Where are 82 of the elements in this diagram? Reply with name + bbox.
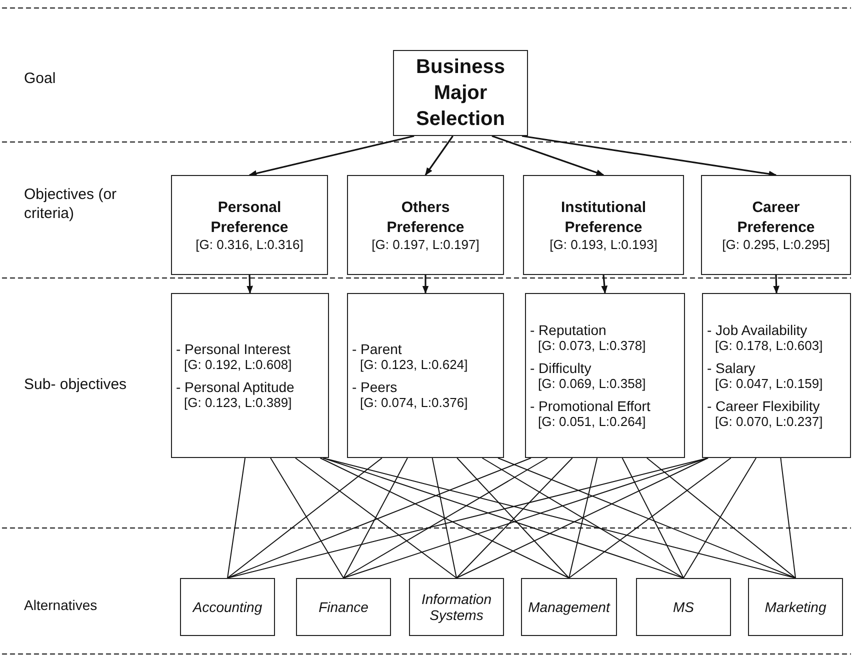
connector-line bbox=[227, 458, 532, 578]
subcriterion-name: - Difficulty bbox=[530, 360, 592, 376]
criterion-box bbox=[701, 175, 851, 275]
arrow bbox=[773, 274, 780, 294]
subcriterion-name: - Peers bbox=[352, 379, 398, 395]
weight-text: [G: 0.192, L:0.608] bbox=[184, 357, 292, 372]
weight-text: [G: 0.123, L:0.389] bbox=[184, 395, 292, 410]
weight-text: [G: 0.073, L:0.378] bbox=[538, 338, 646, 353]
connector-line bbox=[780, 458, 796, 578]
arrow bbox=[424, 136, 454, 176]
weight-text: [G: 0.193, L:0.193] bbox=[550, 237, 658, 252]
alternative-box bbox=[409, 578, 504, 636]
connector-line bbox=[343, 458, 408, 578]
subcriterion-name: - Reputation bbox=[530, 322, 606, 338]
subcriterion-name: - Salary bbox=[707, 360, 756, 376]
subcriterion-name: - Personal Aptitude bbox=[176, 379, 294, 395]
criterion-box bbox=[171, 175, 328, 275]
arrow bbox=[422, 275, 429, 294]
alternative-box bbox=[296, 578, 391, 636]
connector-line bbox=[482, 458, 684, 578]
level-label: Objectives (or criteria) bbox=[24, 186, 118, 224]
goal-title: Business Major Selection bbox=[415, 55, 506, 132]
connector-line bbox=[227, 458, 246, 578]
weight-text: [G: 0.069, L:0.358] bbox=[538, 376, 646, 391]
connector-line bbox=[294, 458, 457, 578]
subcriterion-name: - Personal Interest bbox=[176, 341, 290, 357]
weight-text: [G: 0.316, L:0.316] bbox=[196, 237, 304, 252]
subcriterion-name: - Career Flexibility bbox=[707, 398, 820, 414]
connector-line bbox=[320, 458, 570, 578]
subcriterion-name: - Job Availability bbox=[707, 322, 808, 338]
criterion-title: Institutional Preference bbox=[560, 198, 647, 237]
subcriterion-name: - Parent bbox=[352, 341, 402, 357]
goal-box bbox=[393, 50, 528, 136]
weight-text: [G: 0.178, L:0.603] bbox=[715, 338, 823, 353]
criterion-box bbox=[347, 175, 504, 275]
connector-line bbox=[270, 458, 344, 578]
subcriteria-box bbox=[347, 293, 504, 458]
criterion-box bbox=[523, 175, 684, 275]
arrow bbox=[246, 274, 253, 294]
weight-text: [G: 0.295, L:0.295] bbox=[722, 237, 830, 252]
connector-line bbox=[683, 458, 757, 578]
arrow bbox=[492, 135, 604, 176]
level-label: Sub- objectives bbox=[24, 376, 128, 395]
alternative-box bbox=[180, 578, 275, 636]
connector-line bbox=[227, 458, 382, 578]
connector-line bbox=[227, 458, 708, 578]
connector-line bbox=[622, 458, 684, 578]
arrow bbox=[522, 135, 777, 178]
alternative-name: Accounting bbox=[191, 599, 264, 615]
weight-text: [G: 0.074, L:0.376] bbox=[360, 395, 468, 410]
arrow bbox=[248, 135, 414, 176]
level-label: Goal bbox=[24, 70, 57, 89]
weight-text: [G: 0.123, L:0.624] bbox=[360, 357, 468, 372]
connector-line bbox=[568, 458, 598, 578]
weight-text: [G: 0.070, L:0.237] bbox=[715, 414, 823, 429]
alternative-box bbox=[748, 578, 843, 636]
level-label: Alternatives bbox=[24, 597, 98, 614]
connector-line bbox=[456, 458, 708, 578]
criterion-title: Career Preference bbox=[736, 198, 816, 237]
weight-text: [G: 0.197, L:0.197] bbox=[372, 237, 480, 252]
alternative-box bbox=[636, 578, 731, 636]
subcriteria-box bbox=[702, 293, 851, 458]
alternative-name: MS bbox=[672, 599, 695, 615]
connector-line bbox=[498, 458, 796, 578]
connector-line bbox=[432, 458, 457, 578]
connector-line bbox=[646, 458, 796, 578]
subcriteria-box bbox=[171, 293, 329, 458]
weight-text: [G: 0.047, L:0.159] bbox=[715, 376, 823, 391]
subcriteria-box bbox=[525, 293, 685, 458]
criterion-title: Personal Preference bbox=[210, 198, 290, 237]
alternative-box bbox=[521, 578, 617, 636]
connector-line bbox=[568, 458, 732, 578]
arrow bbox=[601, 274, 608, 294]
connector-line bbox=[322, 458, 796, 578]
alternative-name: Management bbox=[527, 599, 612, 615]
connector-line bbox=[343, 458, 548, 578]
subcriterion-name: - Promotional Effort bbox=[530, 398, 650, 414]
criterion-title: Others Preference bbox=[386, 198, 466, 237]
weight-text: [G: 0.051, L:0.264] bbox=[538, 414, 646, 429]
alternative-name: Information Systems bbox=[420, 591, 493, 623]
alternative-name: Finance bbox=[318, 599, 370, 615]
alternative-name: Marketing bbox=[764, 599, 828, 615]
